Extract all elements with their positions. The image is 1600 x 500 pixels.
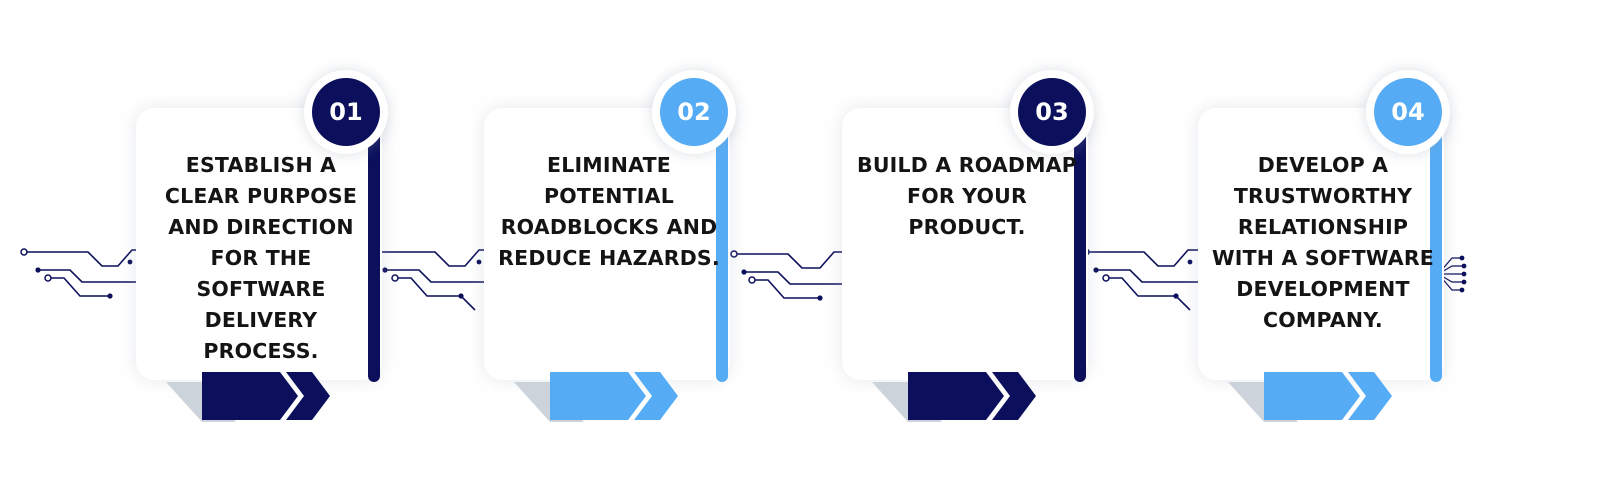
step-number-badge: 01 bbox=[312, 78, 380, 146]
step-number-badge: 03 bbox=[1018, 78, 1086, 146]
accent-bar bbox=[1074, 130, 1086, 382]
step-text: ESTABLISH A CLEAR PURPOSE AND DIRECTION … bbox=[164, 153, 358, 363]
chevron-arrow-icon bbox=[514, 372, 678, 422]
chevron-arrow-icon bbox=[166, 372, 330, 422]
accent-bar bbox=[368, 130, 380, 382]
step-number-badge: 04 bbox=[1374, 78, 1442, 146]
step-text: BUILD A ROADMAP FOR YOUR PRODUCT. bbox=[857, 153, 1077, 239]
circuit-connector-1-2 bbox=[375, 249, 490, 311]
circuit-connector-2-3 bbox=[730, 250, 848, 301]
circuit-connector-left bbox=[20, 248, 143, 299]
circuit-connector-3-4 bbox=[1082, 248, 1202, 311]
step-card-2: 02 ELIMINATE POTENTIAL ROADBLOCKS AND RE… bbox=[484, 70, 744, 440]
step-number-badge: 02 bbox=[660, 78, 728, 146]
chevron-arrow-icon bbox=[872, 372, 1036, 422]
step-card-1: 01 ESTABLISH A CLEAR PURPOSE AND DIRECTI… bbox=[136, 70, 396, 440]
step-text: DEVELOP A TRUSTWORTHY RELATIONSHIP WITH … bbox=[1211, 153, 1435, 332]
step-card-4: 04 DEVELOP A TRUSTWORTHY RELATIONSHIP WI… bbox=[1198, 70, 1458, 440]
step-card-3: 03 BUILD A ROADMAP FOR YOUR PRODUCT. bbox=[842, 70, 1102, 440]
accent-bar bbox=[716, 130, 728, 382]
chevron-arrow-icon bbox=[1228, 372, 1392, 422]
accent-bar bbox=[1430, 130, 1442, 382]
step-text: ELIMINATE POTENTIAL ROADBLOCKS AND REDUC… bbox=[498, 153, 720, 270]
circuit-connector-right bbox=[1439, 255, 1467, 293]
